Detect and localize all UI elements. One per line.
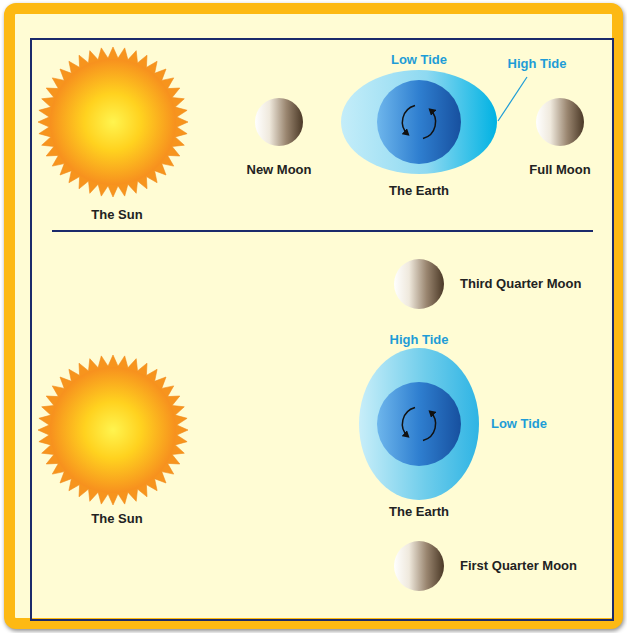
moon-disk — [255, 98, 303, 146]
sun-disk — [50, 367, 176, 493]
body-label: The Sun — [91, 207, 142, 223]
sun-disk — [50, 59, 176, 185]
shape-outline — [393, 258, 445, 310]
shape-outline — [393, 540, 445, 592]
tide-label: High Tide — [508, 56, 567, 72]
earth-node: The Earth — [340, 69, 498, 175]
rotation-arrow — [423, 412, 436, 441]
moon-disk — [394, 541, 444, 591]
body-label: The Earth — [389, 183, 449, 199]
sun-node: The Sun — [36, 353, 190, 507]
shape-outline — [340, 69, 498, 175]
earth-globe — [377, 80, 461, 164]
moon-node: New Moon — [254, 97, 304, 147]
shape-outline — [36, 353, 190, 507]
moon-disk — [394, 259, 444, 309]
body-label: The Sun — [91, 511, 142, 527]
moon-node: Full Moon — [535, 97, 585, 147]
rotation-arrow — [402, 106, 415, 135]
divider-line — [52, 230, 593, 232]
sun-rays — [38, 355, 188, 505]
body-label: The Earth — [389, 504, 449, 520]
rotation-arrow — [423, 110, 436, 139]
body-label: Full Moon — [529, 162, 590, 178]
tide-label: High Tide — [390, 332, 449, 348]
body-label: First Quarter Moon — [460, 558, 577, 574]
rotation-arrow — [402, 408, 415, 437]
shape-outline — [36, 45, 190, 199]
moon-disk — [536, 98, 584, 146]
tide-label: Low Tide — [391, 52, 447, 68]
moon-node: First Quarter Moon — [393, 540, 445, 592]
shape-outline — [535, 97, 585, 147]
tide-label: Low Tide — [491, 416, 547, 432]
sun-rays — [38, 47, 188, 197]
body-label: New Moon — [247, 162, 312, 178]
earth-node: The Earth — [358, 347, 480, 501]
tide-water — [341, 70, 497, 174]
body-label: Third Quarter Moon — [460, 276, 581, 292]
moon-node: Third Quarter Moon — [393, 258, 445, 310]
tide-water — [359, 348, 479, 500]
sun-node: The Sun — [36, 45, 190, 199]
shape-outline — [254, 97, 304, 147]
shape-outline — [358, 347, 480, 501]
leader-line — [498, 77, 527, 121]
earth-globe — [377, 382, 461, 466]
